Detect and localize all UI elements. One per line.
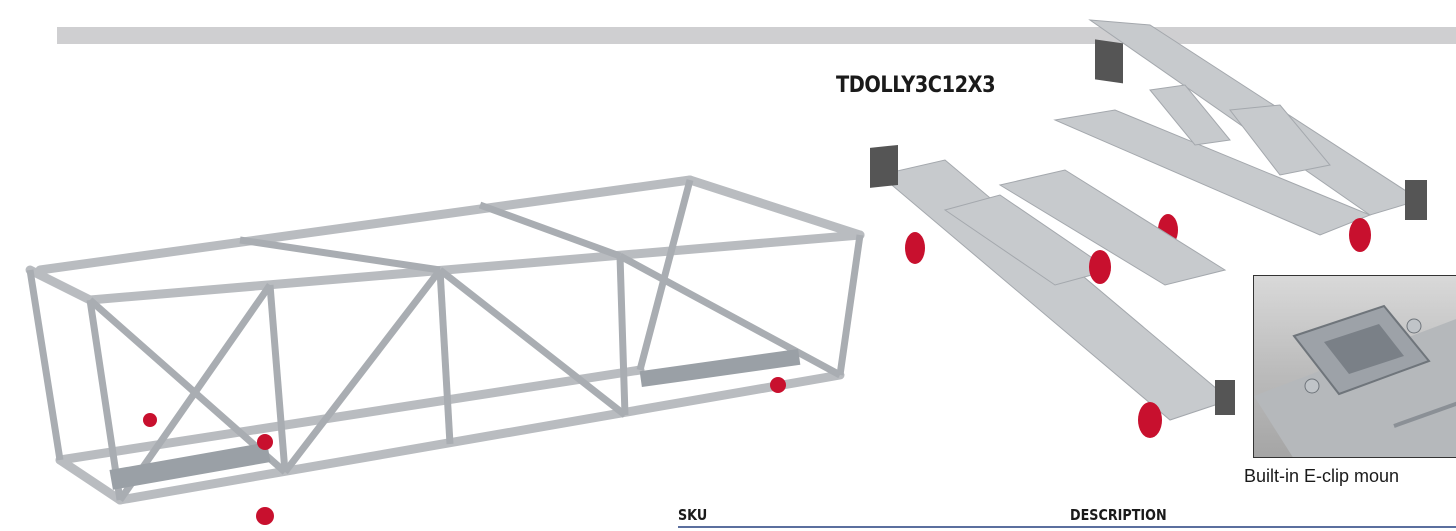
table-header-description: DESCRIPTION [1070,506,1167,524]
product-sku-title: TDOLLY3C12X3 [836,73,996,98]
e-clip-detail-illustration [1254,304,1456,457]
inset-caption: Built-in E-clip moun [1244,466,1400,486]
table-header-rule [678,526,1456,528]
dolly-pair-illustration [870,19,1427,438]
truss-dolly-illustration [25,175,865,525]
e-clip-detail-inset [1253,275,1456,458]
table-header-sku: SKU [678,506,708,524]
